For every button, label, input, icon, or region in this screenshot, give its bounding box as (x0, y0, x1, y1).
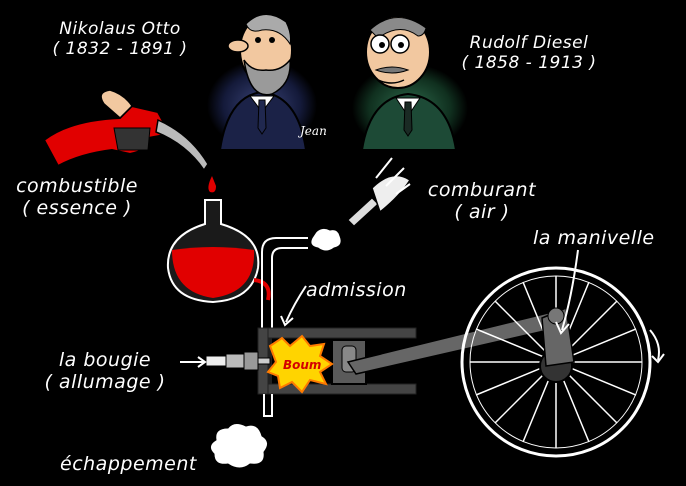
flask-icon (166, 199, 271, 304)
fuel-label-line2: ( essence ) (22, 196, 132, 219)
spark-plug-label-line1: la bougie (58, 349, 152, 371)
connecting-rod (346, 311, 568, 375)
diesel-dates: ( 1858 - 1913 ) (461, 52, 597, 73)
intake-pointer (285, 285, 307, 323)
oxidizer-label-line1: comburant (427, 179, 537, 201)
otto-label: Nikolaus Otto ( 1832 - 1891 ) (40, 19, 200, 59)
explosion-icon: Boum (266, 334, 334, 394)
fuel-label-line1: combustible (16, 175, 138, 197)
fuel-label: combustible ( essence ) (2, 175, 152, 220)
diesel-name: Rudolf Diesel (469, 33, 589, 53)
oxidizer-label-line2: ( air ) (454, 200, 510, 223)
exhaust-label: échappement (60, 453, 197, 475)
explosion-label: Boum (283, 358, 321, 372)
artist-signature: Jean (300, 124, 327, 138)
crank-pointer (561, 249, 579, 331)
otto-name: Nikolaus Otto (59, 19, 181, 39)
spark-plug-label-line2: ( allumage ) (44, 370, 166, 393)
intake-label: admission (306, 279, 407, 301)
otto-portrait (207, 14, 317, 151)
spark-plug-icon (205, 351, 271, 371)
fuel-nozzle-icon (42, 89, 209, 172)
fuel-drop-icon (208, 176, 216, 193)
smoke-cloud-icon (210, 422, 268, 469)
intake-pipe (261, 237, 308, 330)
diesel-label: Rudolf Diesel ( 1858 - 1913 ) (454, 33, 604, 73)
wheel-icon (460, 266, 665, 458)
spark-plug-label: la bougie ( allumage ) (30, 349, 180, 394)
crank-label: la manivelle (533, 227, 655, 249)
diesel-portrait (352, 15, 468, 152)
otto-dates: ( 1832 - 1891 ) (52, 38, 188, 59)
air-puff-icon (310, 227, 342, 252)
bellows-icon (347, 157, 412, 227)
oxidizer-label: comburant ( air ) (412, 179, 552, 224)
